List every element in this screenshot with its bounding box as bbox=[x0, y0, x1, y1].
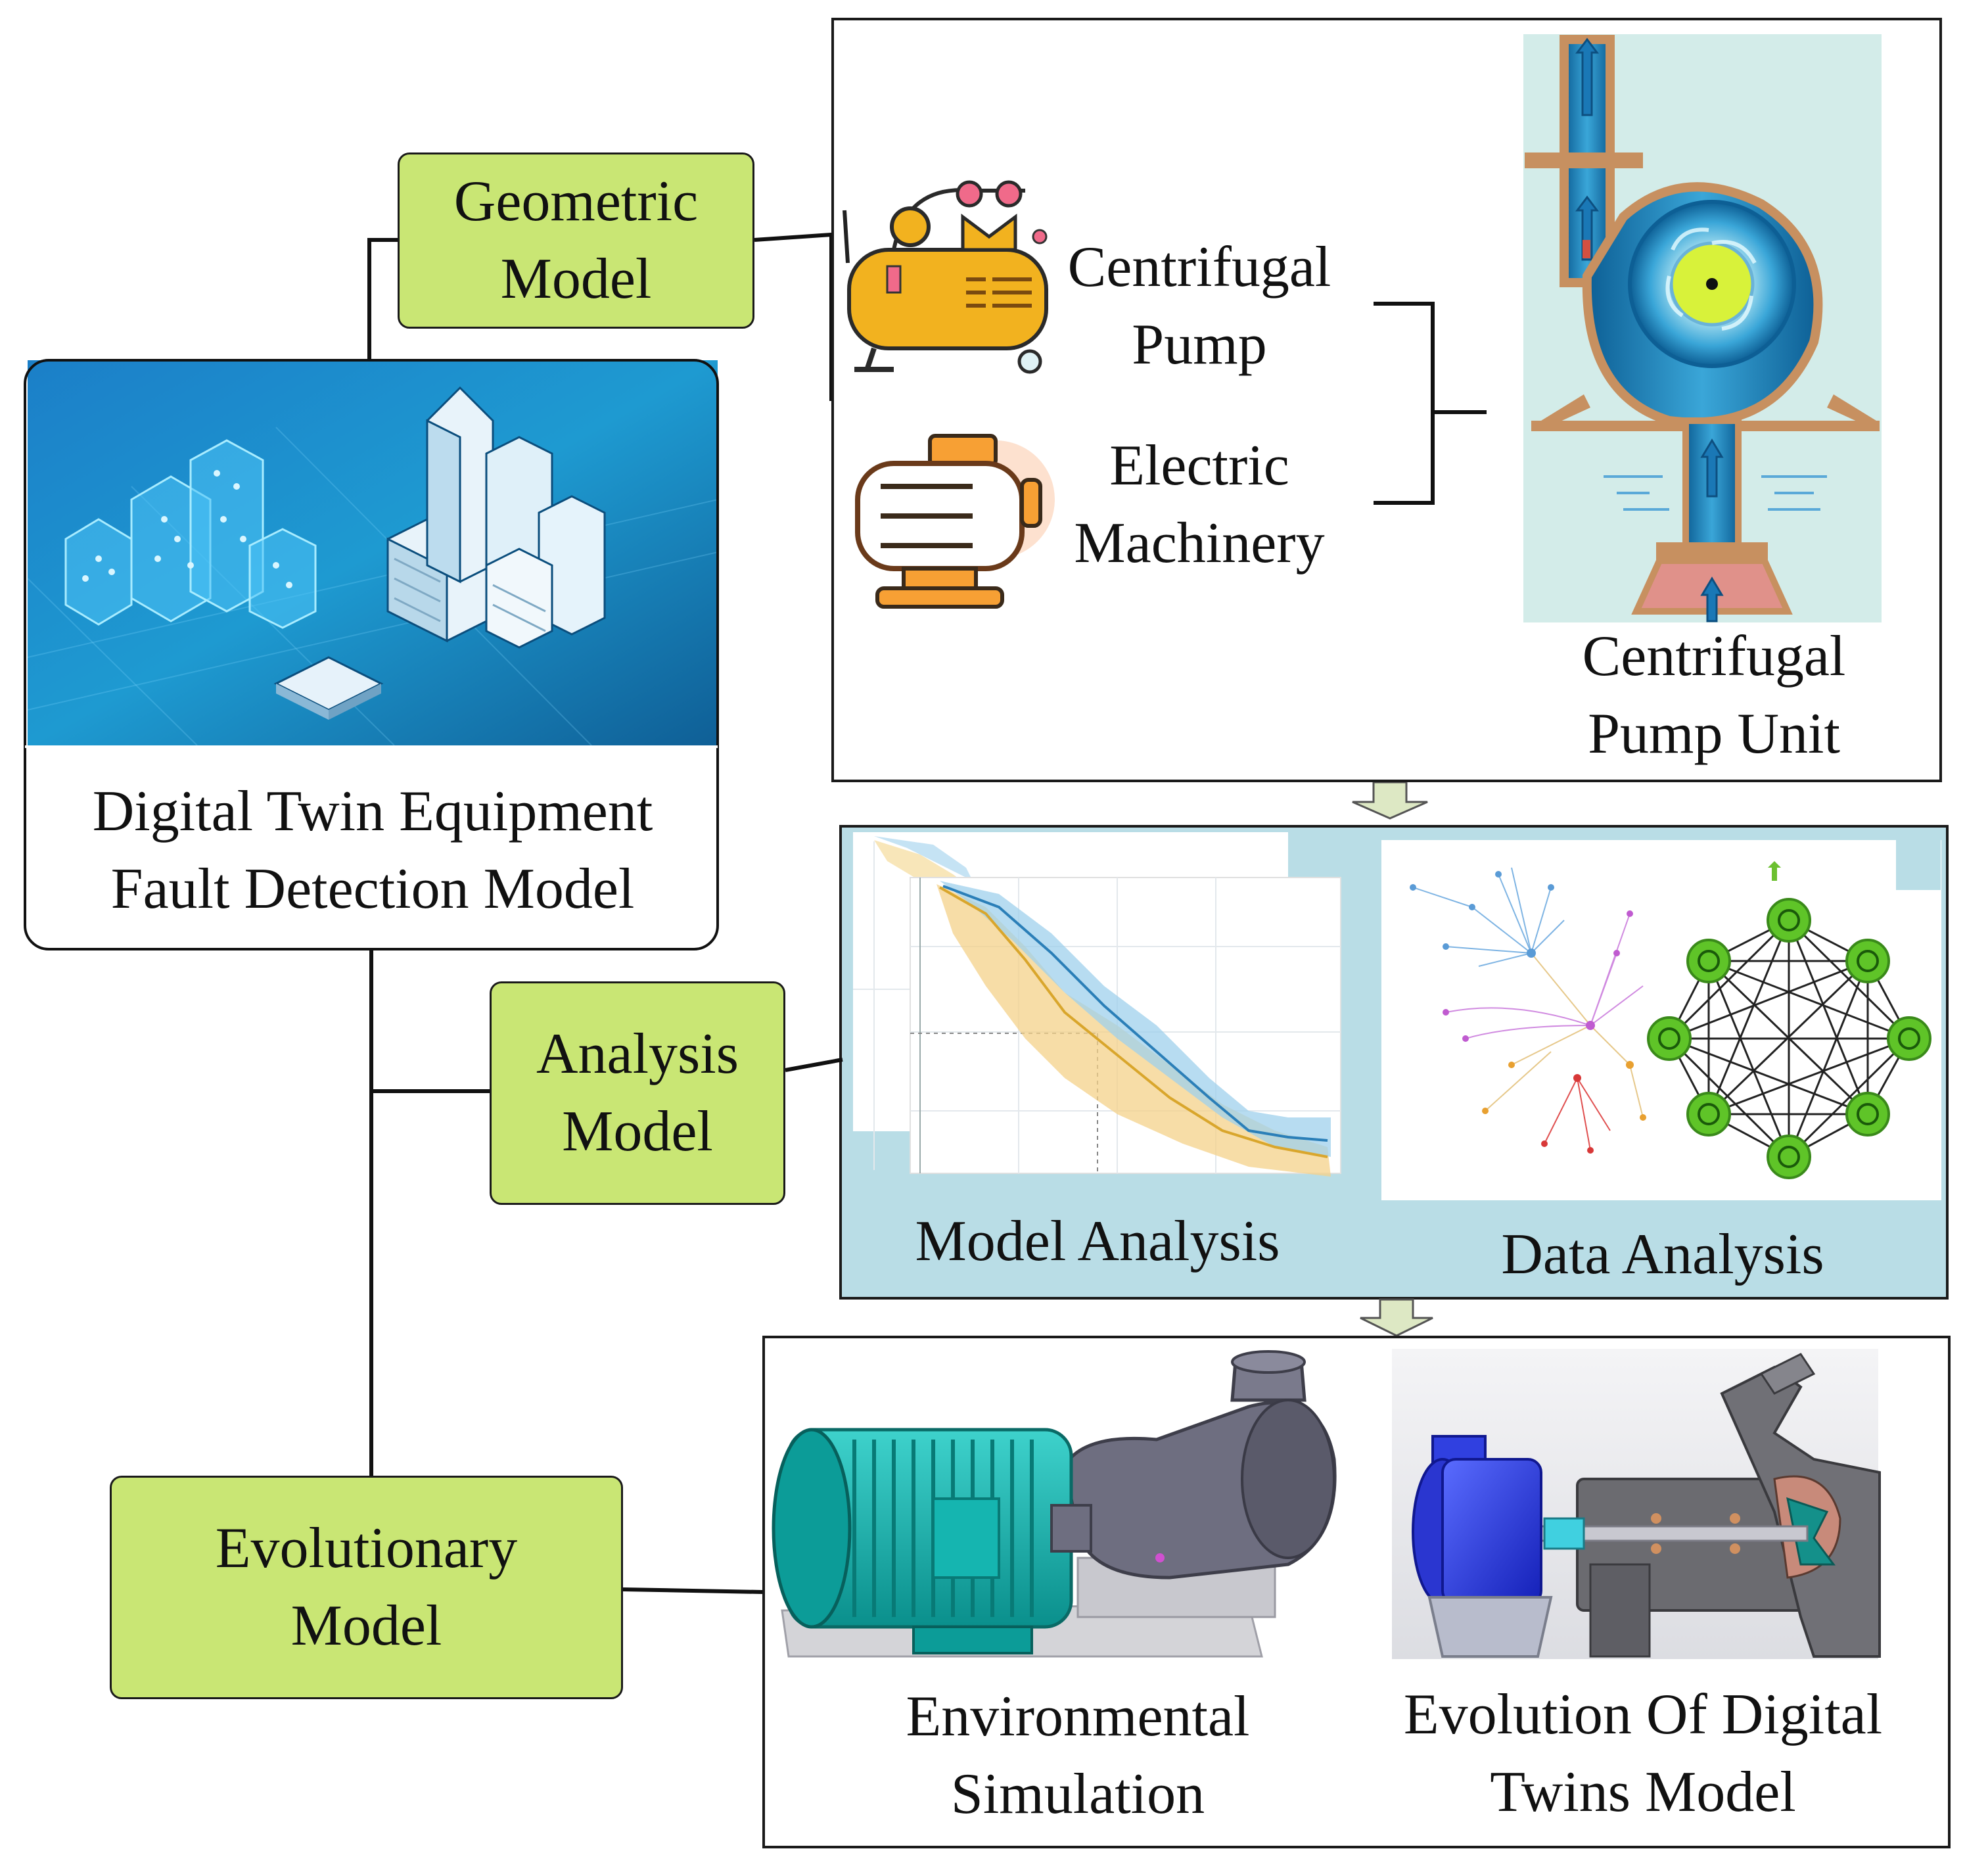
root-title: Digital Twin Equipment Fault Detection M… bbox=[28, 773, 718, 928]
geometric-model-line1: Geometric bbox=[453, 170, 699, 233]
model-analysis-label: Model Analysis bbox=[915, 1209, 1280, 1273]
geometric-panel bbox=[831, 18, 1942, 782]
centrifugal-pump-line2: Pump bbox=[1132, 313, 1267, 377]
compressor-icon bbox=[843, 180, 1048, 374]
pump-unit-drawing bbox=[1523, 34, 1882, 622]
root-card-divider bbox=[25, 745, 718, 748]
electric-machinery-label: Electric Machinery bbox=[1048, 427, 1351, 582]
evolution-twins-label: Evolution Of Digital Twins Model bbox=[1354, 1676, 1932, 1831]
evolution-twins-line1: Evolution Of Digital bbox=[1403, 1683, 1883, 1747]
connector-lines bbox=[367, 232, 1487, 1594]
pump-unit-label: Centrifugal Pump Unit bbox=[1523, 618, 1905, 773]
centrifugal-pump-label: Centrifugal Pump bbox=[1048, 229, 1351, 384]
analysis-model-line1: Analysis bbox=[536, 1022, 739, 1086]
digital-city-image bbox=[27, 360, 718, 746]
pump-unit-line1: Centrifugal bbox=[1582, 624, 1846, 688]
evolution-twins-line2: Twins Model bbox=[1490, 1760, 1796, 1824]
centrifugal-pump-line1: Centrifugal bbox=[1067, 235, 1331, 299]
data-analysis-label: Data Analysis bbox=[1501, 1223, 1824, 1286]
analysis-model-line2: Model bbox=[562, 1100, 713, 1163]
environmental-simulation-line2: Simulation bbox=[950, 1762, 1205, 1826]
environmental-simulation-label: Environmental Simulation bbox=[808, 1678, 1347, 1833]
analysis-model-box[interactable]: Analysis Model bbox=[490, 981, 785, 1205]
electric-machinery-line2: Machinery bbox=[1074, 511, 1325, 575]
electric-machinery-line1: Electric bbox=[1109, 434, 1289, 498]
evolutionary-model-line1: Evolutionary bbox=[215, 1516, 518, 1580]
root-card-frame bbox=[24, 359, 719, 950]
root-title-line1: Digital Twin Equipment bbox=[92, 780, 653, 843]
pump-unit-line2: Pump Unit bbox=[1588, 702, 1840, 766]
data-analysis-network bbox=[1381, 840, 1941, 1200]
evolutionary-model-box[interactable]: Evolutionary Model bbox=[110, 1476, 623, 1699]
flow-arrow-2 bbox=[1360, 1298, 1433, 1337]
evolution-panel bbox=[762, 1336, 1951, 1848]
environmental-simulation-line1: Environmental bbox=[906, 1685, 1250, 1748]
digital-twin-render bbox=[1392, 1349, 1881, 1659]
evolutionary-model-line2: Model bbox=[290, 1594, 442, 1658]
geometric-model-box[interactable]: Geometric Model bbox=[398, 152, 754, 329]
geometric-model-line2: Model bbox=[500, 247, 652, 311]
root-title-line2: Fault Detection Model bbox=[110, 857, 635, 921]
electric-motor-icon bbox=[855, 434, 1055, 609]
flow-arrow-1 bbox=[1352, 781, 1428, 820]
model-analysis-chart bbox=[853, 832, 1341, 1177]
environmental-simulation-render bbox=[772, 1348, 1337, 1658]
